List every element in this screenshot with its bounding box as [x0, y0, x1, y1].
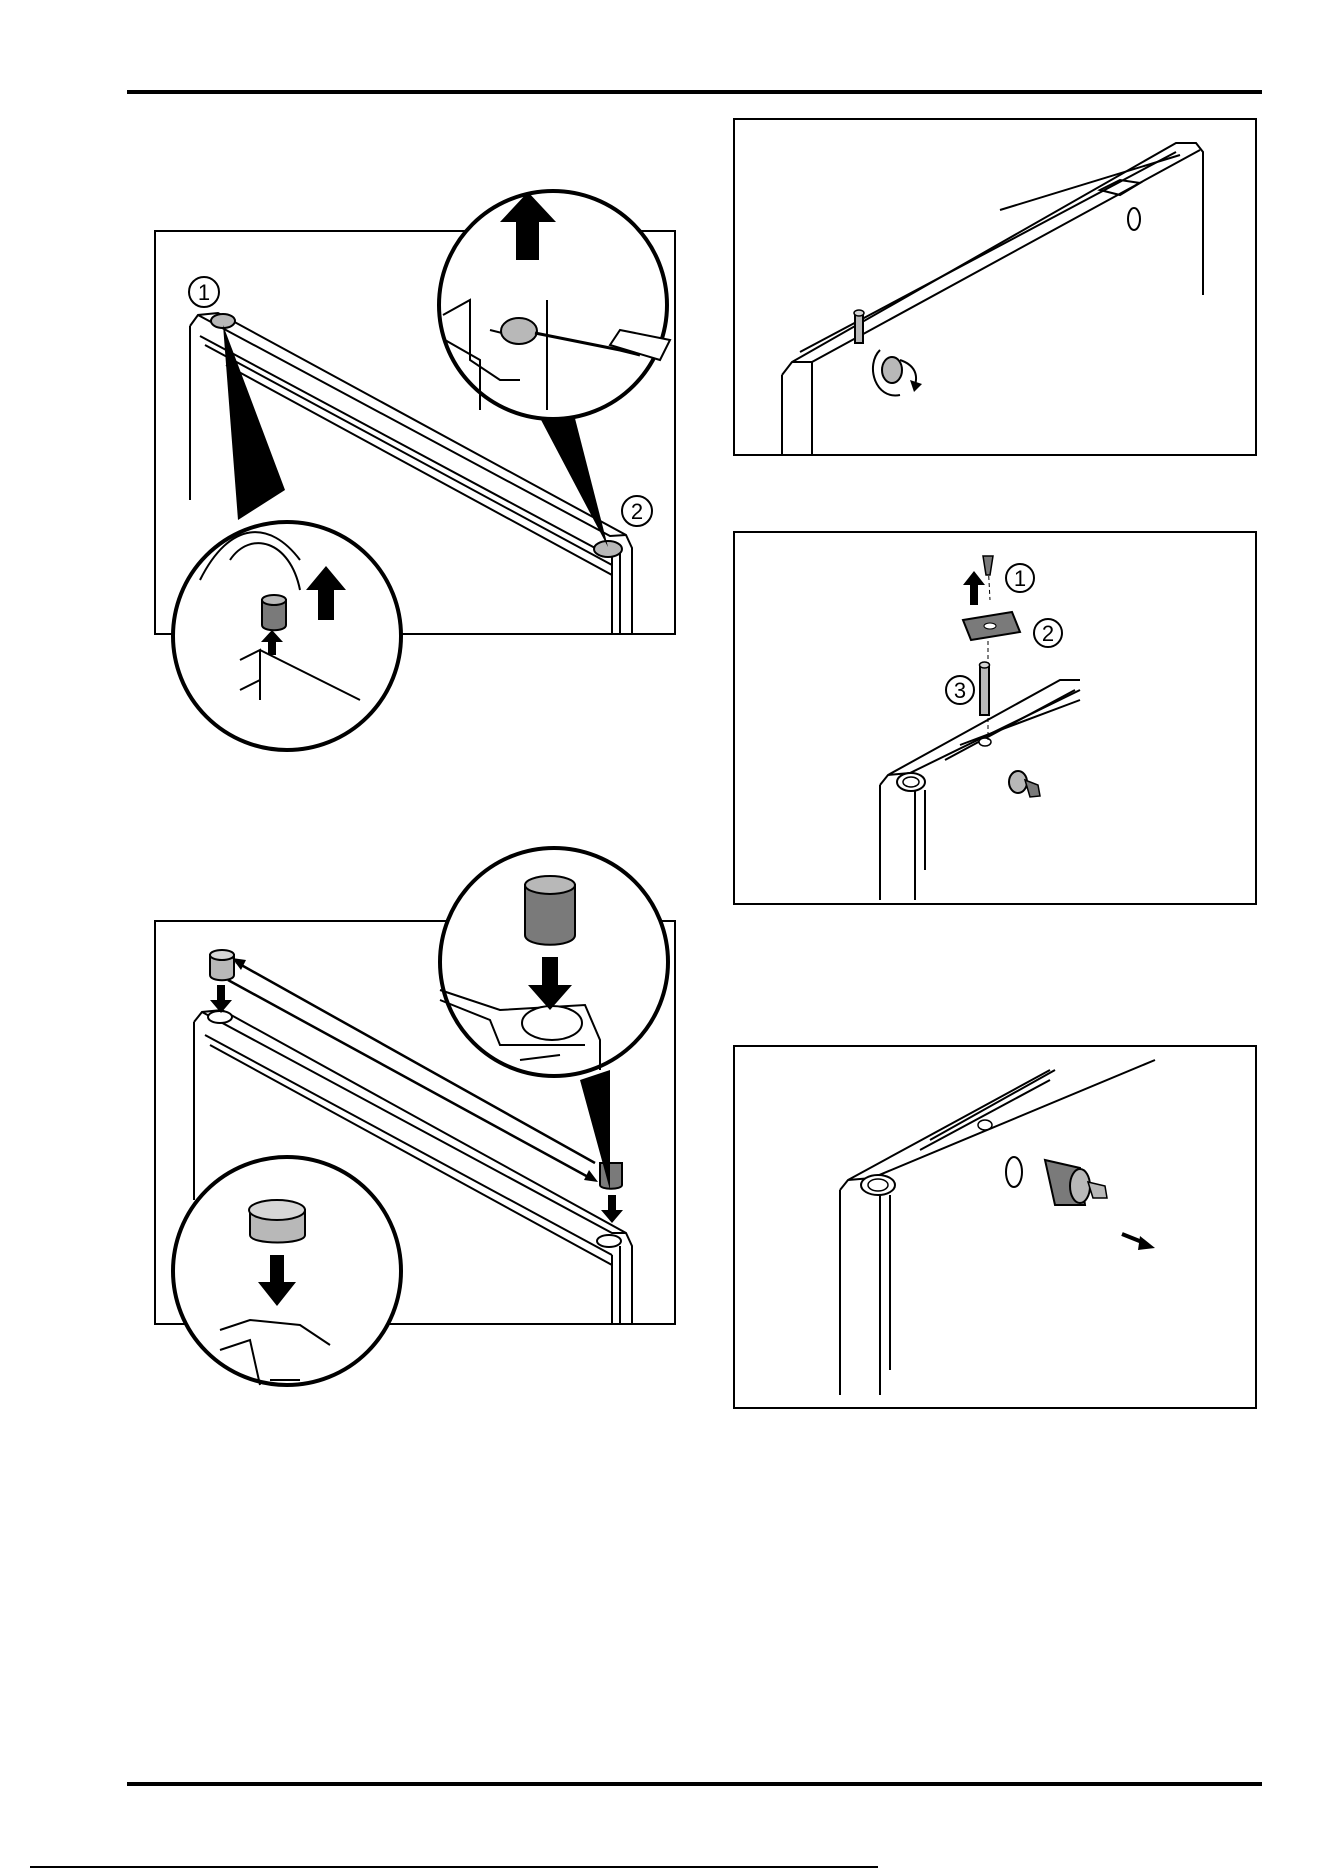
figure-lock-remove — [0, 0, 1324, 1872]
